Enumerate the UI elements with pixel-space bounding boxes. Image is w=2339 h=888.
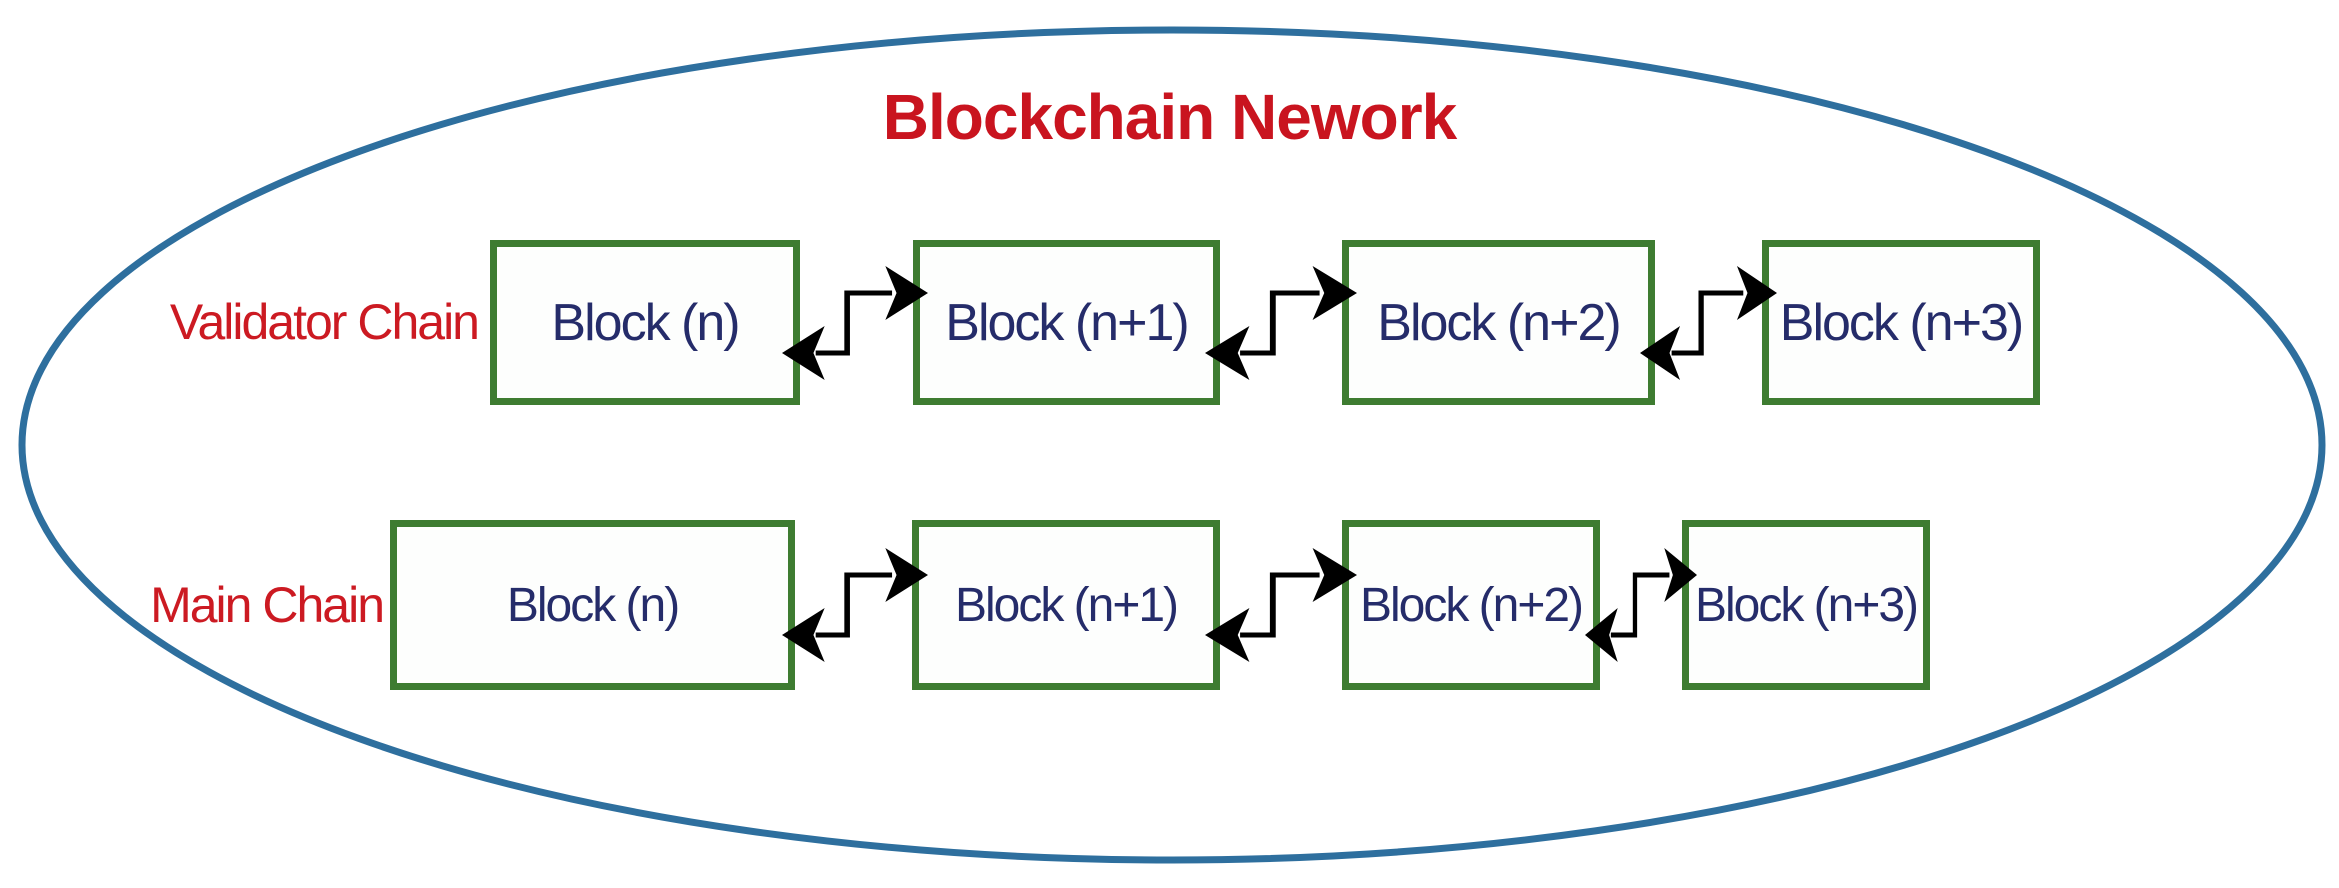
main-block-n1: Block (n+1) bbox=[912, 520, 1220, 690]
validator-block-n1: Block (n+1) bbox=[913, 240, 1220, 405]
bidirectional-link-arrow-icon bbox=[782, 540, 928, 680]
validator-block-n: Block (n) bbox=[490, 240, 800, 405]
bidirectional-link-arrow-icon bbox=[1585, 540, 1697, 680]
main-block-n: Block (n) bbox=[390, 520, 795, 690]
validator-block-n3: Block (n+3) bbox=[1762, 240, 2040, 405]
bidirectional-link-arrow-icon bbox=[1640, 258, 1777, 398]
main-block-n2: Block (n+2) bbox=[1342, 520, 1600, 690]
validator-block-n2: Block (n+2) bbox=[1342, 240, 1655, 405]
bidirectional-link-arrow-icon bbox=[1205, 258, 1357, 398]
main-block-n3: Block (n+3) bbox=[1682, 520, 1930, 690]
diagram-title: Blockchain Nework bbox=[882, 81, 1457, 153]
bidirectional-link-arrow-icon bbox=[1205, 540, 1357, 680]
bidirectional-link-arrow-icon bbox=[782, 258, 928, 398]
chain-label-main: Main Chain bbox=[150, 577, 385, 633]
chain-label-validator: Validator Chain bbox=[169, 294, 480, 350]
